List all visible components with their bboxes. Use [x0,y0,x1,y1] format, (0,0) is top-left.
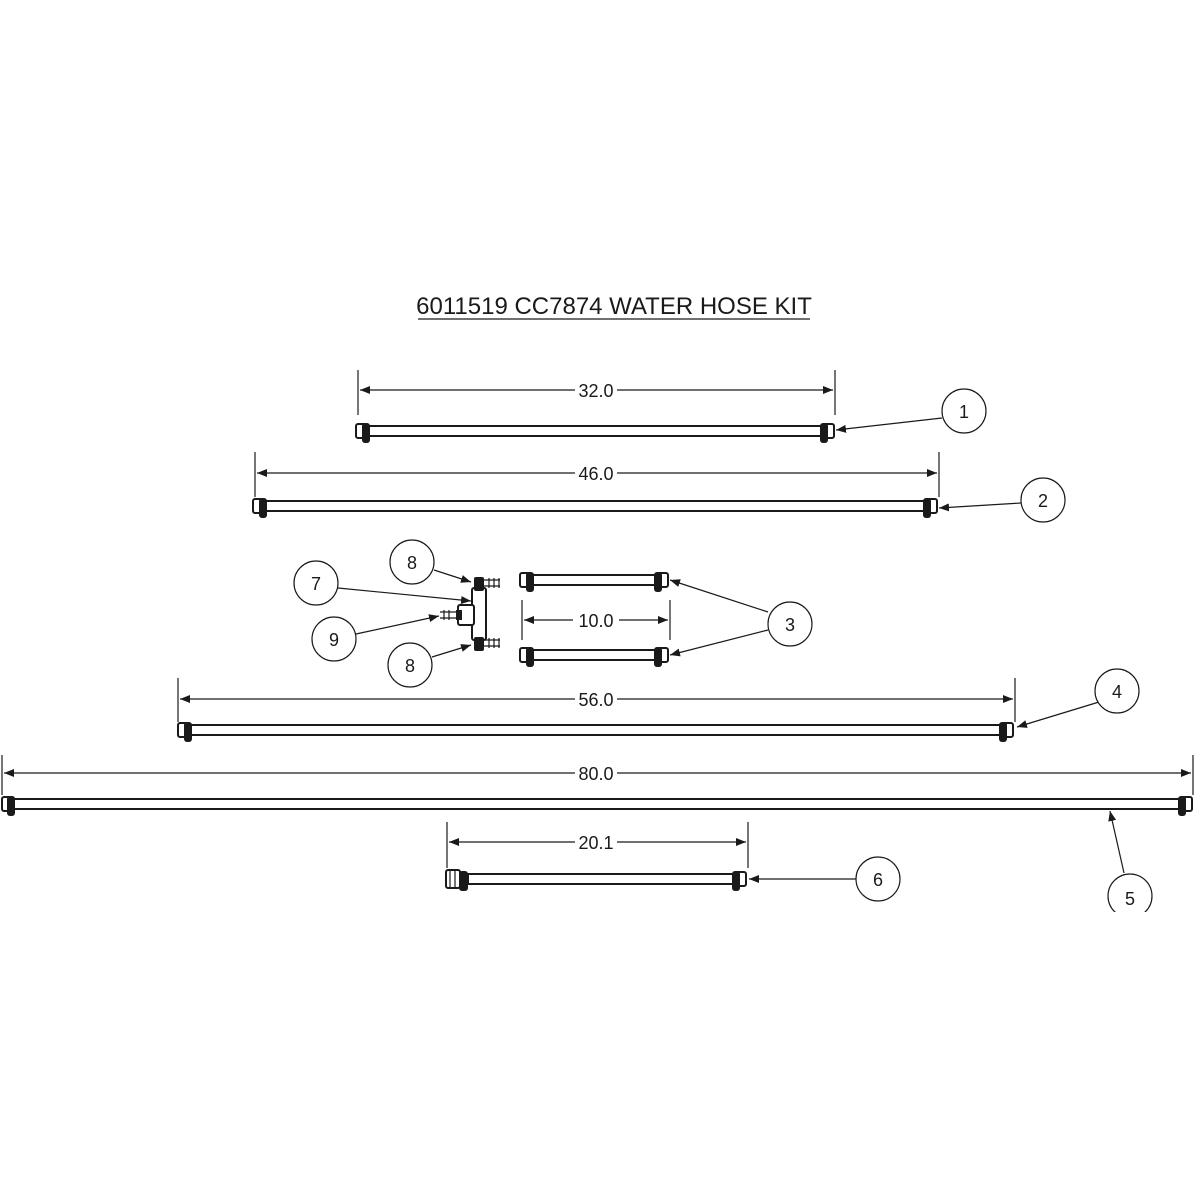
hose-part-5: 80.0 5 [1,755,1194,928]
dimension-label-80: 80.0 [578,764,613,784]
hose-clamp [999,722,1007,742]
leader-line [355,614,440,635]
hose-clamp [184,722,192,742]
hose-clamp [654,647,662,667]
leader-line [669,579,769,613]
callout-circle-6 [855,856,901,902]
leader-line [669,629,769,657]
hose-part-1: 32.0 1 [355,370,987,443]
callout-number-3: 3 [785,615,795,635]
drawing-title: 6011519 CC7874 WATER HOSE KIT [416,293,812,320]
callout-circle-5-crop [1100,912,1160,928]
hose-clamp [7,796,15,816]
callout-circle-3 [767,601,813,647]
callout-number-4: 4 [1112,682,1122,702]
hose-clamp [654,572,662,592]
callout-circle-4 [1094,668,1140,714]
leader-line [1016,701,1100,728]
hose-clamp [1178,796,1186,816]
callout-number-9: 9 [329,630,339,650]
hose-body [262,500,928,512]
callout-circle-1 [941,388,987,434]
hose-clamp [526,647,534,667]
dimension-label-10: 10.0 [578,611,613,631]
callout-circle-7 [293,560,339,606]
hose-clamp [259,498,267,518]
thread-lines [449,870,456,888]
dimension-label-20-1: 20.1 [578,833,613,853]
hose-body [13,798,1181,810]
dimension-label-56: 56.0 [578,690,613,710]
hose-clamp [362,423,370,443]
callout-number-5: 5 [1125,889,1135,909]
fitting-assembly: 8 7 9 8 [293,539,500,688]
hose-threaded-fitting [445,869,461,889]
hose-clamp [820,423,828,443]
tee-side-nut [456,610,462,620]
hose-part-3: 10.0 3 [519,572,813,667]
hose-clamp [732,871,740,891]
hose-part-4: 56.0 4 [177,668,1140,742]
hose-body [365,425,825,437]
leader-line [835,417,943,433]
hose-part-6: 20.1 6 [445,822,901,902]
callout-circle-8-bottom [387,642,433,688]
callout-circle-8-top [389,539,435,585]
leader-line [938,502,1022,512]
hose-body [467,873,737,885]
tee-fitting-top [474,577,484,591]
hose-part-2: 46.0 2 [252,452,1066,523]
callout-circle-9 [311,616,357,662]
callout-number-8-top: 8 [407,553,417,573]
barb-fitting-side [440,610,456,620]
leader-line [337,587,472,605]
tee-fitting-bottom [474,637,484,651]
hose-clamp [526,572,534,592]
leader-line [431,644,472,658]
hose-body [529,649,659,661]
hose-body [529,574,659,586]
hose-clamp [923,498,931,518]
callout-number-1: 1 [959,402,969,422]
callout-circle-2 [1020,477,1066,523]
callout-number-6: 6 [873,870,883,890]
drawing-title-group: 6011519 CC7874 WATER HOSE KIT [416,293,812,320]
callout-number-8-bottom: 8 [405,656,415,676]
dimension-label-32: 32.0 [578,381,613,401]
leader-line [433,569,472,583]
dimension-label-46: 46.0 [578,464,613,484]
barb-fitting-top [484,578,500,588]
hose-body [187,724,1004,736]
leader-line [1108,810,1125,874]
hose-clamp [459,871,468,891]
barb-fitting-bottom [484,638,500,648]
callout-number-2: 2 [1038,491,1048,511]
callout-number-7: 7 [311,574,321,594]
